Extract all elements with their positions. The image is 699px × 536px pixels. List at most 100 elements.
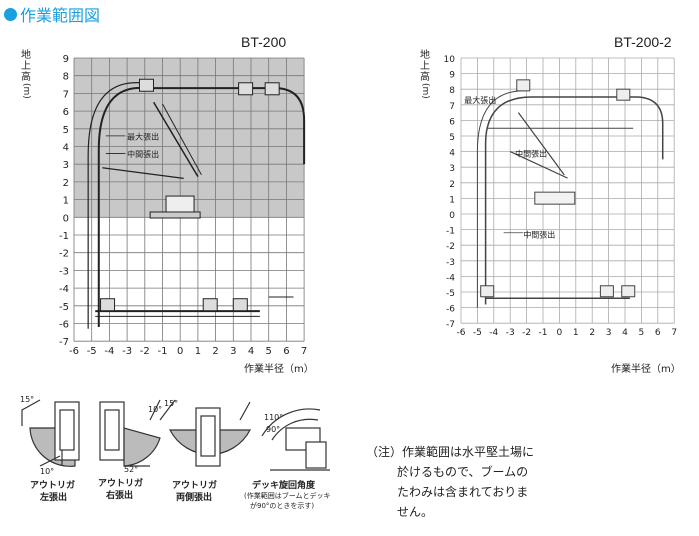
- left-y-tick-label: -5: [59, 302, 69, 313]
- right-y-tick-label: 6: [449, 117, 455, 127]
- right-range-envelope: [484, 96, 664, 305]
- left-bucket: [100, 298, 116, 312]
- right-y-tick-label: 9: [449, 71, 455, 81]
- left-x-tick-label: 2: [212, 346, 218, 357]
- right-x-tick-label: 4: [622, 328, 628, 338]
- right-y-label-unit: (m): [420, 83, 430, 99]
- left-callout-max: 最大張出: [127, 131, 159, 141]
- left-y-label-unit: (m): [21, 83, 31, 99]
- left-x-tick-label: 0: [177, 346, 183, 357]
- left-x-tick-label: 7: [301, 346, 307, 357]
- left-bucket: [238, 82, 254, 96]
- right-callout-mid2: 中間張出: [523, 229, 555, 239]
- left-x-tick-label: 6: [283, 346, 289, 357]
- right-y-label-char: 高: [420, 72, 430, 83]
- angle-15b-label: 15°: [164, 399, 178, 408]
- right-y-tick-label: -2: [446, 242, 455, 252]
- left-y-tick-label: -2: [59, 249, 69, 260]
- left-x-tick-label: -1: [158, 346, 168, 357]
- right-range-envelope-outer: [476, 90, 527, 308]
- left-x-tick-label: -3: [122, 346, 132, 357]
- right-x-axis-label: 作業半径（m）: [611, 364, 681, 375]
- right-bucket: [616, 88, 631, 101]
- right-x-tick-label: -4: [489, 328, 498, 338]
- deck-swivel-label: デッキ旋回角度: [252, 479, 316, 491]
- footnote-line-4: せん。: [397, 505, 434, 519]
- right-y-tick-label: -1: [446, 227, 455, 237]
- right-x-tick-label: -2: [522, 328, 531, 338]
- right-y-tick-label: 4: [449, 149, 455, 159]
- right-y-tick-label: -7: [446, 320, 455, 330]
- left-y-label-char: 高: [21, 72, 31, 83]
- outrigger-left-label-1: アウトリガ: [30, 479, 75, 491]
- right-y-tick-label: 3: [449, 164, 455, 174]
- angle-15a-label: 15°: [20, 395, 34, 404]
- right-x-tick-label: -3: [506, 328, 515, 338]
- outrigger-both-diagram: [159, 399, 251, 467]
- footnote: （注）作業範囲は水平堅土場に 於けるもので、ブームの たわみは含まれておりま せ…: [366, 442, 566, 522]
- angle-90-label: 90°: [266, 425, 280, 434]
- left-bucket: [264, 82, 280, 96]
- left-y-tick-label: 2: [63, 178, 69, 189]
- left-x-axis-label: 作業半径（m）: [244, 364, 314, 375]
- page-title-text: 作業範囲図: [20, 6, 101, 25]
- right-x-tick-label: 2: [589, 328, 595, 338]
- footnote-line-1: 作業範囲は水平堅土場に: [402, 445, 535, 459]
- outrigger-both-label-2: 両側張出: [176, 491, 212, 503]
- title-bullet-icon: [4, 7, 17, 21]
- left-y-tick-label: 4: [63, 143, 69, 154]
- right-y-tick-label: 7: [449, 102, 455, 112]
- left-y-tick-label: -1: [59, 231, 69, 242]
- footnote-line-3: たわみは含まれておりま: [397, 485, 529, 499]
- footnote-line-2: 於けるもので、ブームの: [397, 465, 529, 479]
- right-x-tick-label: 3: [606, 328, 612, 338]
- angle-110-label: 110°: [264, 413, 283, 422]
- page-title: 作業範囲図: [4, 2, 100, 26]
- outrigger-both-label-1: アウトリガ: [172, 479, 217, 491]
- left-x-tick-label: 3: [230, 346, 236, 357]
- right-y-label-char: 上: [420, 61, 430, 72]
- left-y-tick-label: 3: [63, 160, 69, 171]
- left-y-tick-label: 6: [63, 107, 69, 118]
- footnote-prefix: （注）: [366, 445, 403, 459]
- left-y-tick-label: 9: [63, 54, 69, 65]
- right-y-tick-label: 10: [444, 55, 456, 65]
- right-y-tick-label: 0: [449, 211, 455, 221]
- right-callout-mid: 中間張出: [515, 148, 547, 158]
- left-y-tick-label: -3: [59, 266, 69, 277]
- left-y-tick-label: 8: [63, 72, 69, 83]
- left-y-label-char: 地: [21, 50, 31, 61]
- left-y-axis-label: 地 上 高 (m): [20, 50, 32, 99]
- left-y-label-char: 上: [21, 61, 31, 72]
- left-boom-line: [153, 101, 199, 177]
- left-boom-line-2: [162, 103, 202, 176]
- left-truck-base: [149, 211, 201, 219]
- right-truck-body: [534, 191, 576, 205]
- outrigger-right-label-1: アウトリガ: [98, 477, 143, 489]
- right-x-tick-label: -6: [457, 328, 466, 338]
- left-x-tick-label: 4: [248, 346, 254, 357]
- left-bucket: [232, 298, 248, 312]
- left-x-tick-label: 5: [266, 346, 272, 357]
- angle-52-label: 52°: [124, 465, 138, 474]
- right-x-tick-label: 7: [671, 328, 677, 338]
- right-model-label: BT-200-2: [614, 34, 672, 50]
- left-y-tick-label: -6: [59, 320, 69, 331]
- right-callout-max: 最大張出: [464, 95, 496, 105]
- left-y-tick-label: 7: [63, 89, 69, 100]
- right-bucket: [599, 285, 614, 298]
- left-range-envelope-outer: [87, 82, 142, 329]
- angle-10b-label: 10°: [148, 405, 162, 414]
- right-x-tick-label: -1: [539, 328, 548, 338]
- outrigger-left-diagram: [21, 399, 80, 467]
- left-callout-mid: 中間張出: [127, 149, 159, 159]
- left-x-tick-label: -2: [140, 346, 150, 357]
- right-x-tick-label: 1: [573, 328, 579, 338]
- right-x-tick-label: 5: [639, 328, 645, 338]
- left-y-tick-label: 1: [63, 196, 69, 207]
- right-x-tick-label: 0: [557, 328, 563, 338]
- angle-10a-label: 10°: [40, 467, 54, 476]
- outrigger-diagrams: 15° 10° 10° 52° 15° 110° 90° アウトリガ 左張出 ア…: [20, 395, 331, 510]
